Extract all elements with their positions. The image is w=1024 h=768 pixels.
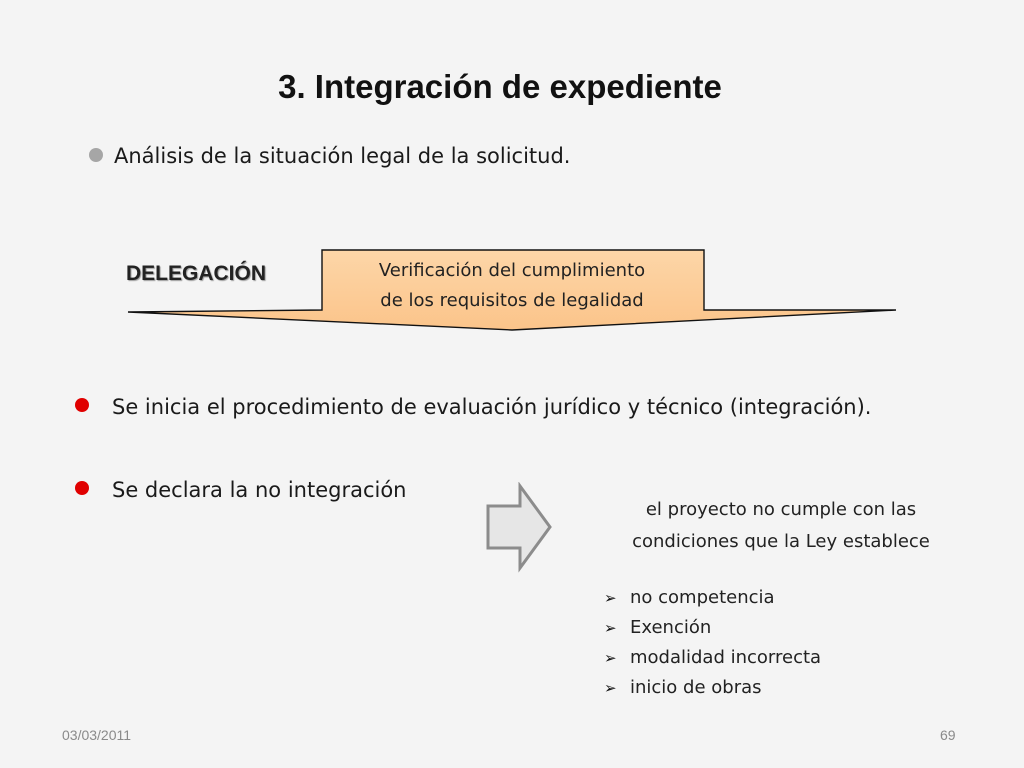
bullet-dot-icon	[75, 481, 89, 495]
list-item-text: no competencia	[630, 587, 775, 608]
non-compliance-note: el proyecto no cumple con las condicione…	[596, 494, 966, 558]
arrow-bullet-icon: ➢	[604, 649, 617, 667]
list-item-text: inicio de obras	[630, 677, 762, 698]
note-line-2: condiciones que la Ley establece	[632, 531, 930, 552]
reasons-list: ➢ no competencia ➢ Exención ➢ modalidad …	[604, 583, 821, 703]
bullet-start-procedure-text: Se inicia el procedimiento de evaluación…	[112, 395, 872, 419]
arrow-bullet-icon: ➢	[604, 679, 617, 697]
note-line-1: el proyecto no cumple con las	[645, 499, 917, 520]
footer-page-number: 69	[940, 727, 956, 743]
arrow-bullet-icon: ➢	[604, 589, 617, 607]
list-item: ➢ no competencia	[604, 583, 821, 613]
list-item: ➢ modalidad incorrecta	[604, 643, 821, 673]
right-arrow-icon	[486, 482, 552, 573]
bullet-dot-icon	[89, 148, 103, 162]
verification-line-2: de los requisitos de legalidad	[380, 290, 644, 311]
footer-date: 03/03/2011	[62, 727, 132, 743]
arrow-bullet-icon: ➢	[604, 619, 617, 637]
bullet-no-integration-text: Se declara la no integración	[112, 478, 407, 502]
list-item: ➢ Exención	[604, 613, 821, 643]
delegation-label: DELEGACIÓN	[126, 262, 267, 285]
verification-callout-shape	[127, 249, 897, 331]
list-item-text: modalidad incorrecta	[630, 647, 822, 668]
bullet-analysis-text: Análisis de la situación legal de la sol…	[114, 144, 571, 168]
list-item-text: Exención	[630, 617, 712, 638]
verification-line-1: Verificación del cumplimiento	[378, 260, 646, 281]
list-item: ➢ inicio de obras	[604, 673, 821, 703]
verification-text: Verificación del cumplimiento de los req…	[322, 256, 702, 316]
bullet-dot-icon	[75, 398, 89, 412]
slide-title: 3. Integración de expediente	[278, 68, 722, 105]
